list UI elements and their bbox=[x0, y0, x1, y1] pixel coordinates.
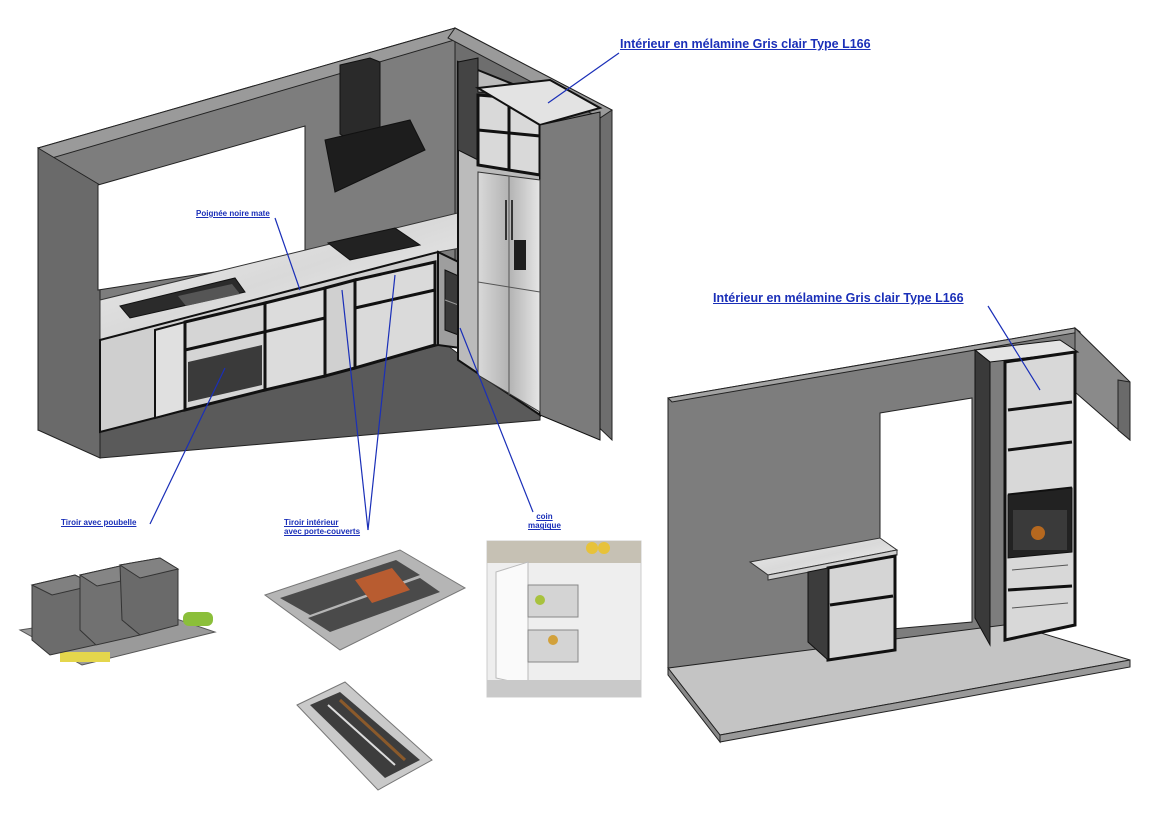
trash-bins-icon bbox=[18, 557, 217, 666]
label-corner: coin magique bbox=[528, 512, 561, 530]
leader-corner bbox=[459, 327, 534, 513]
sink-basin bbox=[178, 284, 240, 306]
left-wall-end bbox=[37, 147, 101, 459]
oven-icon bbox=[1007, 487, 1073, 559]
upper-box-top bbox=[474, 78, 603, 127]
hood-icon bbox=[324, 57, 426, 193]
label-corner-line2: magique bbox=[528, 521, 561, 531]
leader-interior-secondary bbox=[987, 305, 1041, 391]
label-interior-main: Intérieur en mélamine Gris clair Type L1… bbox=[620, 37, 871, 51]
secondary-view bbox=[666, 326, 1131, 744]
label-interior-secondary: Intérieur en mélamine Gris clair Type L1… bbox=[713, 291, 964, 305]
cooktop bbox=[326, 227, 422, 261]
label-inner-drawer: Tiroir intérieur avec porte-couverts bbox=[284, 518, 360, 536]
leader-lines bbox=[149, 52, 1041, 531]
label-trash-drawer: Tiroir avec poubelle bbox=[61, 518, 137, 527]
leader-trash bbox=[149, 367, 226, 525]
leader-inner-drawer-1 bbox=[341, 289, 369, 531]
label-handle: Poignée noire mate bbox=[196, 209, 270, 218]
cutlery-tray-icon bbox=[263, 549, 467, 651]
cutlery-tray-small-icon bbox=[296, 681, 433, 791]
label-inner-drawer-line1: Tiroir intérieur bbox=[284, 518, 339, 527]
fridge-icon bbox=[477, 171, 541, 413]
label-corner-line1: coin bbox=[536, 512, 553, 521]
tall-column bbox=[457, 57, 603, 441]
side-cabinet bbox=[826, 554, 897, 662]
leader-handle bbox=[274, 217, 301, 291]
leader-interior-main bbox=[547, 52, 620, 104]
magic-corner-icon bbox=[486, 540, 642, 698]
label-inner-drawer-line2: avec porte-couverts bbox=[284, 527, 361, 537]
main-kitchen bbox=[36, 27, 613, 459]
leader-inner-drawer-2 bbox=[367, 274, 396, 531]
